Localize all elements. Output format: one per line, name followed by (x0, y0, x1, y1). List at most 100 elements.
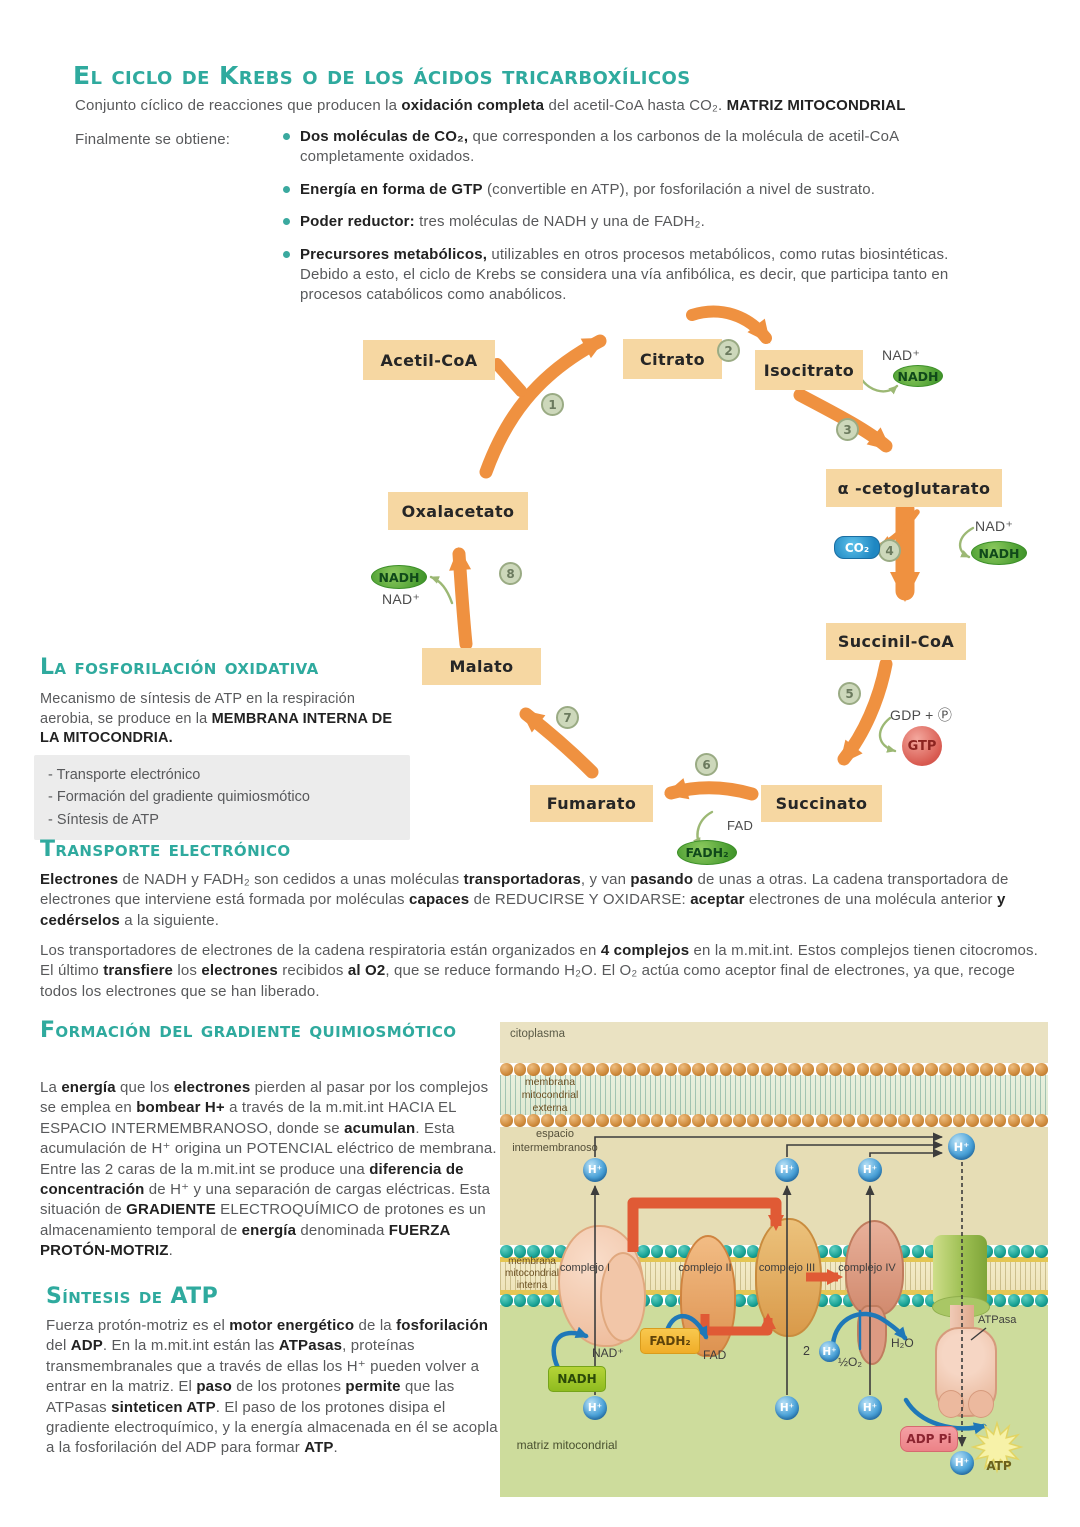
metabolite-box-cetoglutarato: α -cetoglutarato (826, 469, 1002, 507)
complex-1-label: complejo I (559, 1262, 611, 1274)
metabolite-box-isocitrato: Isocitrato (755, 350, 863, 390)
metabolite-box-fumarato: Fumarato (530, 785, 653, 822)
arrow-co2-release (879, 509, 920, 548)
arrow-step-7 (519, 707, 599, 779)
arrow-step-1 (479, 334, 607, 479)
step-badge-5: 5 (838, 682, 861, 705)
proton-ball: H⁺ (583, 1158, 607, 1182)
section-title-transporte: Transporte electrónico (40, 837, 291, 862)
oxphos-step-item: - Síntesis de ATP (48, 811, 159, 828)
bullet-icon (283, 133, 290, 140)
proton-ball: H⁺ (858, 1158, 882, 1182)
list-item: Precursores metabólicos, utilizables en … (283, 245, 951, 306)
cytoplasm-zone (500, 1022, 1048, 1063)
arrow-step-3 (793, 388, 893, 453)
nad-to-nadh-arc (856, 372, 899, 395)
two-protons-count: 2 (803, 1344, 810, 1358)
obtain-label: Finalmente se obtiene: (75, 131, 231, 148)
nadh-pill: NADH (371, 565, 427, 589)
step-badge-1: 1 (541, 393, 564, 416)
atp-label: ATP (986, 1459, 1012, 1473)
step-badge-3: 3 (836, 418, 859, 441)
section-title-fosforilacion: La fosforilación oxidativa (40, 655, 319, 680)
nad-label: NAD⁺ (592, 1346, 624, 1360)
list-item: Poder reductor: tres moléculas de NADH y… (283, 212, 951, 232)
matrix-label: matriz mitocondrial (516, 1438, 618, 1452)
complex-4-label: complejo IV (838, 1262, 896, 1274)
arrow-step-5 (837, 657, 893, 766)
nadh-chip: NADH (548, 1366, 606, 1392)
proton-ball-returning: H⁺ (950, 1451, 974, 1475)
gradiente-body: La energía que los electrones pierden al… (40, 1079, 497, 1260)
section-title-sintesis-atp: Síntesis de ATP (46, 1284, 219, 1309)
complex-4-blob (845, 1220, 904, 1316)
proton-ball: H⁺ (819, 1341, 840, 1362)
outer-membrane-beads-top (500, 1063, 1048, 1076)
outer-membrane-strip (500, 1075, 1048, 1115)
metabolite-box-acetil-coa: Acetil-CoA (363, 340, 495, 380)
bullet-icon (283, 218, 290, 226)
oxphos-step-item: - Formación del gradiente quimiosmótico (48, 789, 310, 806)
step-badge-6: 6 (695, 753, 718, 776)
proton-ball: H⁺ (775, 1158, 799, 1182)
fad-to-fadh2-arc (693, 810, 714, 848)
fosforilacion-body: Mecanismo de síntesis de ATP en la respi… (40, 691, 393, 747)
fad-label: FAD (727, 818, 754, 833)
nad-label: NAD⁺ (382, 591, 421, 607)
arrow-acetil-branch (491, 358, 527, 397)
step-badge-8: 8 (499, 562, 522, 585)
fadh2-chip: FADH₂ (640, 1328, 700, 1354)
bullet-icon (283, 185, 290, 193)
outer-membrane-beads-bottom (500, 1114, 1048, 1127)
cofactor-arcs (429, 372, 975, 848)
complex-2-label: complejo II (678, 1262, 732, 1274)
fad-label: FAD (703, 1348, 727, 1362)
page-title: El ciclo de Krebs o de los ácidos tricar… (73, 61, 691, 90)
gdp-to-gtp-arc (878, 716, 897, 753)
oxphos-steps-box: - Transporte electrónico - Formación del… (34, 755, 410, 841)
metabolite-box-succinato: Succinato (761, 785, 882, 822)
intermembrane-space-label: espacio intermembranoso (512, 1128, 598, 1154)
arrow-step-6 (664, 778, 759, 801)
metabolite-box-citrato: Citrato (623, 339, 722, 379)
section-title-gradiente: Formación del gradiente quimiosmótico (40, 1018, 457, 1043)
list-item: Dos moléculas de CO₂, que corresponden a… (283, 127, 951, 168)
diagram-annotations: H⁺ H⁺ H⁺ H⁺ H⁺ H⁺ H⁺ H⁺ 2 H⁺ ½O₂ H₂O NAD… (500, 1022, 1048, 1497)
proton-ball: H⁺ (775, 1396, 799, 1420)
gtp-ball: GTP (902, 726, 942, 766)
transporte-paragraph-2: Los transportadores de electrones de la … (40, 942, 1038, 1000)
proton-ball: H⁺ (583, 1396, 607, 1420)
atpase-cylinder (933, 1235, 987, 1303)
outer-membrane-label: membrana mitocondrial externa (521, 1076, 579, 1114)
atpase-label: ATPasa (978, 1314, 1017, 1326)
arrow-step-8 (449, 547, 473, 651)
gdp-pi-label: GDP + Ⓟ (890, 707, 953, 723)
transporte-paragraph-1: Electrones de NADH y FADH₂ son cedidos a… (40, 871, 1009, 929)
cycle-arrows (449, 305, 920, 801)
results-bullet-list: Dos moléculas de CO₂, que corresponden a… (283, 127, 951, 318)
co2-pill: CO₂ (834, 536, 880, 559)
cytoplasm-label: citoplasma (510, 1028, 565, 1040)
sintesis-atp-body: Fuerza protón-motriz es el motor energét… (46, 1317, 498, 1457)
metabolite-box-oxalacetato: Oxalacetato (388, 492, 528, 530)
nadh-pill: NADH (893, 365, 943, 387)
step-badge-7: 7 (556, 706, 579, 729)
inner-membrane-label: membrana mitocondrial interna (505, 1256, 559, 1291)
water-label: H₂O (891, 1336, 914, 1350)
adp-pi-chip: ADP Pi (900, 1426, 958, 1452)
nadh-pill: NADH (971, 541, 1027, 565)
oxphos-step-item: - Transporte electrónico (48, 767, 201, 783)
proton-ball-accumulated: H⁺ (948, 1133, 975, 1160)
metabolite-box-succinil-coa: Succinil-CoA (826, 623, 966, 660)
list-item: Energía en forma de GTP (convertible en … (283, 180, 951, 200)
step-badge-4: 4 (878, 539, 901, 562)
complex-1-lobe (600, 1252, 646, 1342)
nad-label: NAD⁺ (882, 347, 921, 363)
nad-label: NAD⁺ (975, 518, 1014, 534)
nad-to-nadh-arc (429, 575, 454, 605)
metabolite-box-malato: Malato (422, 648, 541, 685)
proton-ball: H⁺ (858, 1396, 882, 1420)
intro-line: Conjunto cíclico de reacciones que produ… (75, 97, 906, 114)
nad-to-nadh-arc (958, 526, 975, 559)
